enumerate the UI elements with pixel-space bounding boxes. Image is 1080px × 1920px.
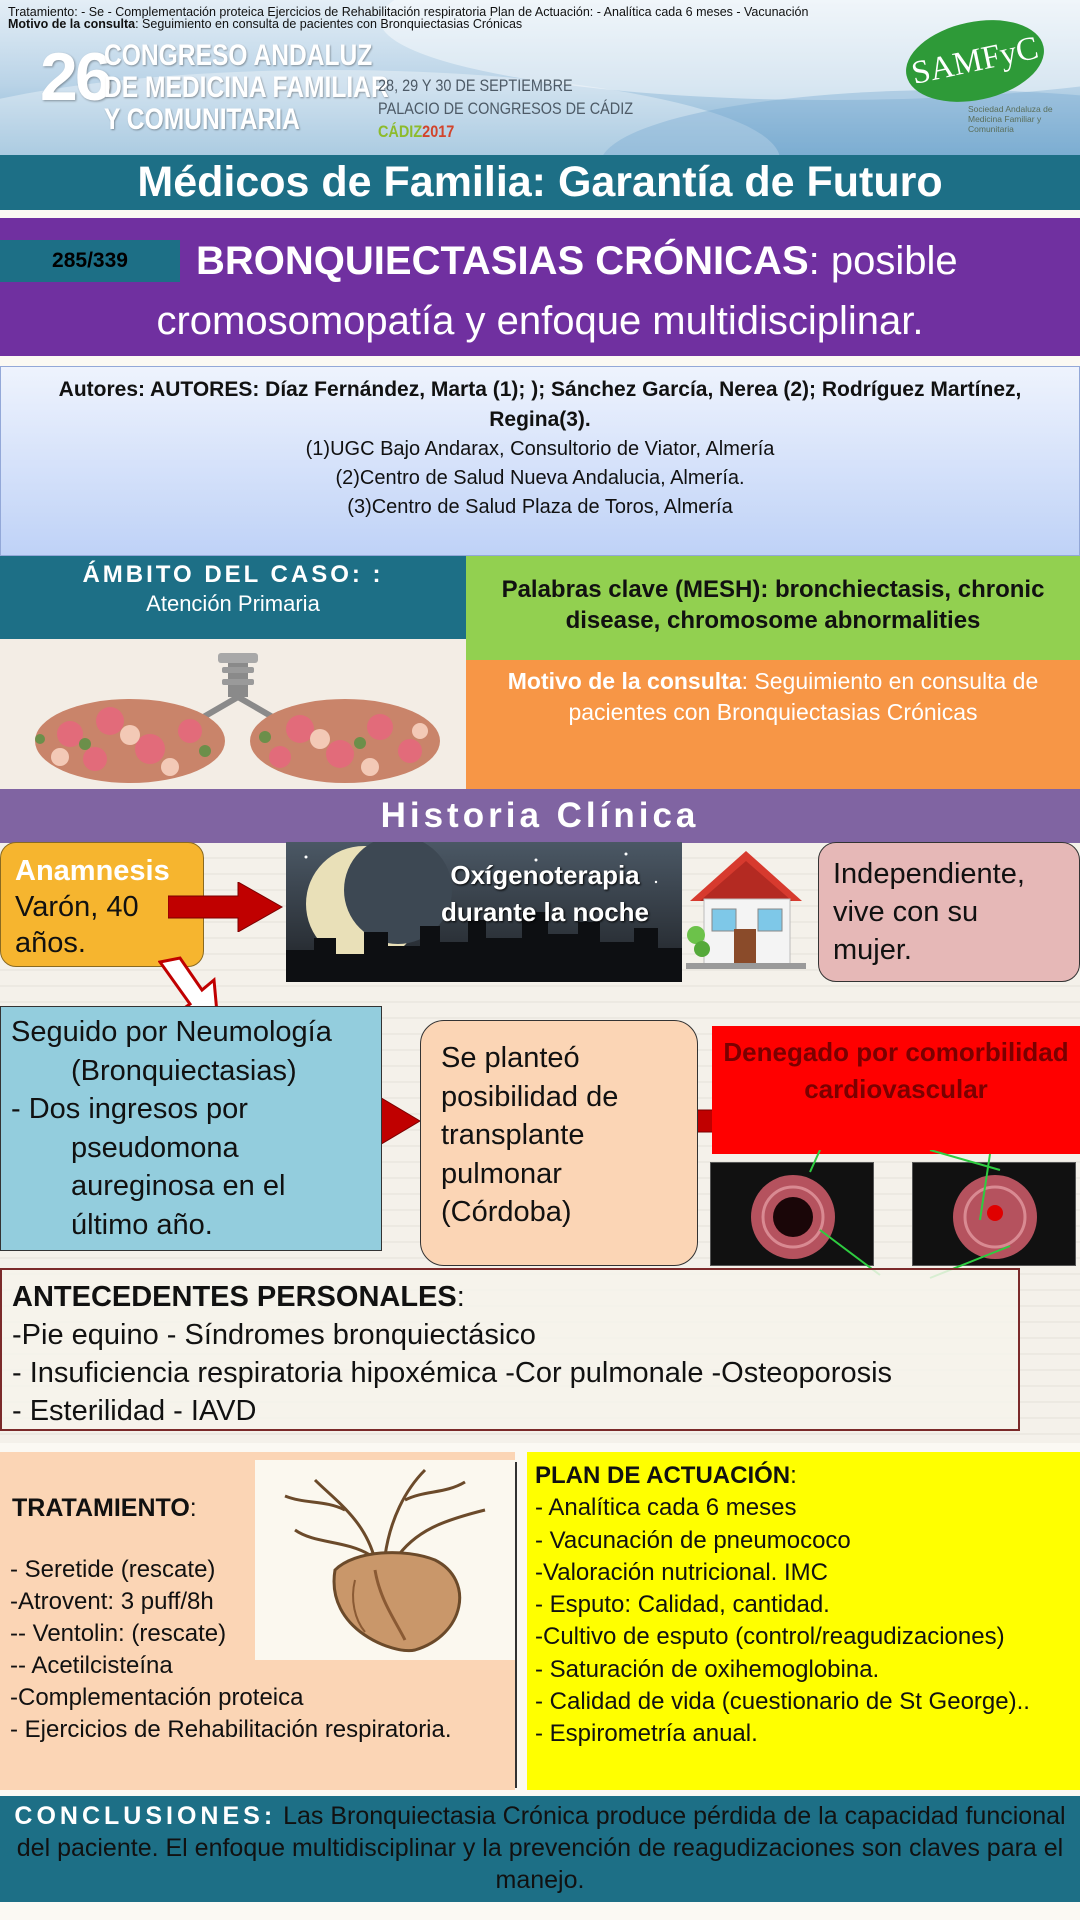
tratamiento-item: -- Ventolin: (rescate): [10, 1620, 227, 1647]
planteo-box: Se planteó posibilidad de transplante pu…: [420, 1020, 698, 1266]
congress-line2: DE MEDICINA FAMILIAR: [104, 71, 389, 104]
tratamiento-item: - Ejercicios de Rehabilitación respirato…: [10, 1716, 452, 1743]
motivo-label: Motivo de la consulta: [507, 668, 742, 694]
seguido-line5: aureginosa en el: [71, 1170, 286, 1202]
conclusiones-box: CONCLUSIONES: Las Bronquiectasia Crónica…: [0, 1796, 1080, 1902]
affiliation-2: (2)Centro de Salud Nueva Andalucia, Alme…: [335, 467, 745, 489]
oxigeno-text: Oxígenoterapia durante la noche: [440, 860, 650, 927]
plan-item: - Esputo: Calidad, cantidad.: [535, 1591, 830, 1619]
congress-dates: 28, 29 Y 30 DE SEPTIEMBRE: [378, 76, 573, 95]
tratamiento-item: -Complementación proteica: [10, 1684, 304, 1711]
congress-venue: PALACIO DE CONGRESOS DE CÁDIZ: [378, 99, 634, 118]
authors-main: Autores: AUTORES: Díaz Fernández, Marta …: [58, 378, 1022, 431]
antecedentes-box: ANTECEDENTES PERSONALES: -Pie equino - S…: [0, 1268, 1020, 1431]
antecedentes-title: ANTECEDENTES PERSONALES: [12, 1281, 457, 1313]
tratamiento-list: - Seretide (rescate) -Atrovent: 3 puff/8…: [10, 1554, 515, 1746]
antecedentes-line3: - Esterilidad - IAVD: [12, 1395, 257, 1427]
house-icon: [686, 843, 806, 973]
heart-illustration: [255, 1460, 517, 1660]
title-box: [0, 218, 1080, 356]
tratamiento-item: -Atrovent: 3 puff/8h: [10, 1588, 214, 1615]
pointer-lines: [809, 1150, 1011, 1279]
tratamiento-title-text: TRATAMIENTO: [12, 1494, 190, 1522]
night-city-image: [286, 842, 682, 982]
congress-number: 26: [40, 39, 113, 115]
ambito-title: ÁMBITO DEL CASO: :: [82, 561, 384, 588]
anamnesis-title: Anamnesis: [15, 855, 170, 887]
conclusiones-title: CONCLUSIONES:: [14, 1802, 277, 1830]
top-note-line2: : Seguimiento en consulta de pacientes c…: [135, 17, 523, 31]
conclusiones-text: Las Bronquiectasia Crónica produce pérdi…: [16, 1802, 1066, 1894]
title-line1: BRONQUIECTASIAS CRÓNICAS: posible: [196, 236, 958, 286]
title-bold: BRONQUIECTASIAS CRÓNICAS: [196, 239, 809, 283]
seguido-line1: Seguido por Neumología: [11, 1016, 332, 1048]
plan-item: - Vacunación de pneumococo: [535, 1526, 851, 1554]
authors-box: Autores: AUTORES: Díaz Fernández, Marta …: [0, 366, 1080, 556]
city-year: 2017: [422, 122, 455, 141]
title-line2: cromosomopatía y enfoque multidisciplina…: [156, 299, 924, 343]
antecedentes-line2: - Insuficiencia respiratoria hipoxémica …: [12, 1357, 893, 1389]
ct-artery-stenosis-image: [912, 1162, 1076, 1266]
motivo-box: Motivo de la consulta: Seguimiento en co…: [466, 660, 1080, 789]
plan-item: - Saturación de oxihemoglobina.: [535, 1655, 880, 1683]
logo-subtitle: Sociedad Andaluza de Medicina Familiar y…: [968, 104, 1053, 134]
plan-item: -Valoración nutricional. IMC: [535, 1558, 829, 1586]
title-rest: : posible: [808, 239, 958, 283]
section-divider: [515, 1462, 517, 1788]
seguido-line2: (Bronquiectasias): [71, 1054, 297, 1087]
plan-title: PLAN DE ACTUACIÓN: [535, 1462, 791, 1489]
ct-artery-image: [710, 1162, 874, 1266]
congress-line3: Y COMUNITARIA: [104, 103, 300, 136]
historia-banner: Historia Clínica: [0, 789, 1080, 843]
arrow-right-icon: [168, 882, 284, 932]
motto-banner: Médicos de Familia: Garantía de Futuro: [0, 155, 1080, 210]
plan-item: - Calidad de vida (cuestionario de St Ge…: [535, 1688, 1030, 1716]
ambito-value: Atención Primaria: [146, 591, 320, 616]
plan-item: - Espirometría anual.: [535, 1720, 758, 1748]
seguido-line3: - Dos ingresos por: [11, 1093, 248, 1125]
denegado-box: Denegado por comorbilidad cardiovascular: [712, 1026, 1080, 1154]
top-note-label: Motivo de la consulta: [8, 17, 136, 31]
top-note-line1: Tratamiento: - Se - Complementación prot…: [8, 5, 809, 19]
congress-city: CÁDIZ2017: [378, 122, 454, 142]
plan-box: PLAN DE ACTUACIÓN: - Analítica cada 6 me…: [527, 1452, 1080, 1790]
anamnesis-text: Varón, 40 años.: [15, 891, 139, 959]
tratamiento-item: - Seretide (rescate): [10, 1556, 216, 1583]
congress-header: [0, 0, 1080, 155]
seguido-box: Seguido por Neumología (Bronquiectasias)…: [0, 1006, 382, 1251]
plan-item: - Analítica cada 6 meses: [535, 1494, 797, 1522]
plan-item: -Cultivo de esputo (control/reagudizacio…: [535, 1623, 1005, 1651]
antecedentes-line1: -Pie equino - Síndromes bronquiectásico: [12, 1319, 536, 1351]
independiente-box: Independiente, vive con su mujer.: [818, 842, 1080, 982]
seguido-line4: pseudomona: [71, 1131, 239, 1164]
keywords-box: Palabras clave (MESH): bronchiectasis, c…: [466, 556, 1080, 660]
tratamiento-title: TRATAMIENTO:: [12, 1494, 197, 1522]
poster-number-badge: 285/339: [0, 240, 180, 282]
affiliation-1: (1)UGC Bajo Andarax, Consultorio de Viat…: [305, 438, 775, 460]
city-name: CÁDIZ: [378, 122, 423, 141]
congress-line1: CONGRESO ANDALUZ: [104, 39, 373, 72]
affiliation-3: (3)Centro de Salud Plaza de Toros, Almer…: [347, 496, 733, 518]
tratamiento-item: -- Acetilcisteína: [10, 1652, 173, 1679]
flower-lungs-image: [0, 639, 466, 789]
ambito-box: ÁMBITO DEL CASO: : Atención Primaria: [0, 556, 466, 639]
top-note: Tratamiento: - Se - Complementación prot…: [8, 5, 1078, 31]
motivo-text: : Seguimiento en consulta de pacientes c…: [568, 668, 1039, 725]
seguido-line6: último año.: [71, 1208, 213, 1241]
